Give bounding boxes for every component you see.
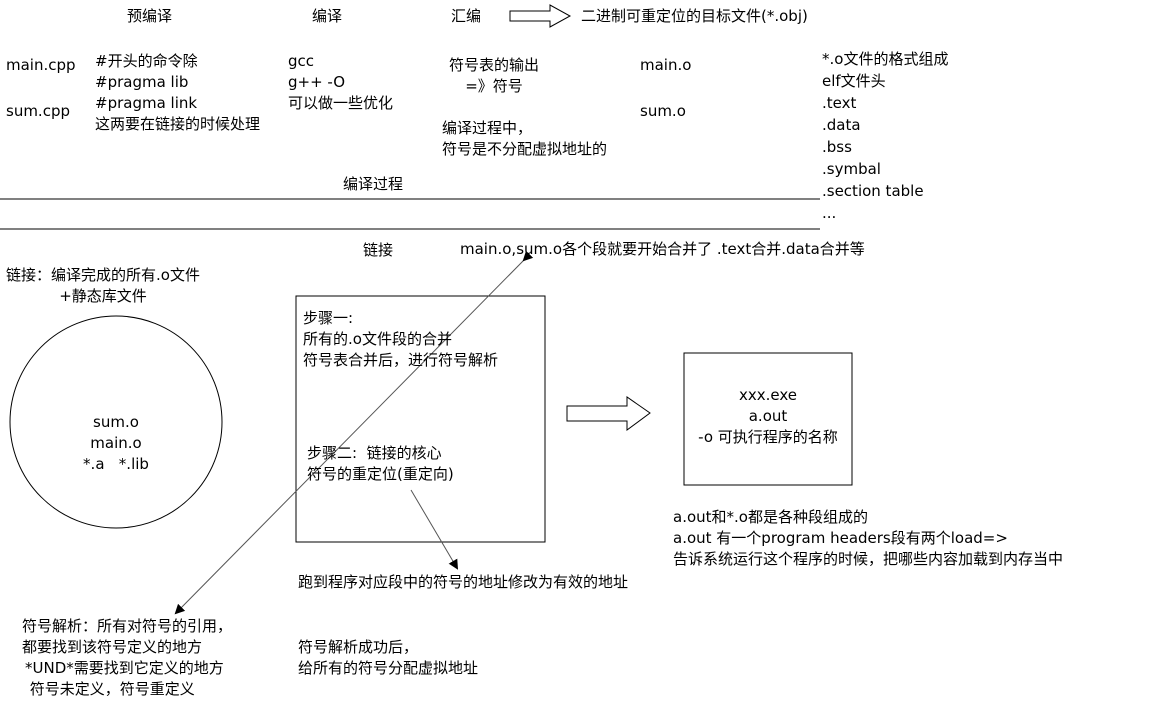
step1-line: 所有的.o文件段的合并 (303, 330, 452, 348)
symbol-resolution-line: *UND*需要找到它定义的地方 (25, 659, 224, 677)
exe-line: a.out (748, 407, 788, 425)
link-inputs-circle-text: sum.o main.o *.a *.lib (56, 412, 176, 475)
elf-format-item: elf文件头 (822, 72, 886, 90)
assemble-note: 符号是不分配虚拟地址的 (442, 140, 608, 158)
after-resolution-line: 给所有的符号分配虚拟地址 (298, 659, 479, 677)
object-file-main: main.o (640, 56, 692, 74)
link-step1: 步骤一: 所有的.o文件段的合并 符号表合并后，进行符号解析 (303, 308, 498, 371)
step1-line: 符号表合并后，进行符号解析 (303, 351, 499, 369)
exe-line: xxx.exe (738, 386, 797, 404)
symbol-resolution-line: 符号未定义，符号重定义 (25, 680, 195, 698)
symbol-resolution-line: 符号解析：所有对符号的引用， (22, 617, 233, 635)
elf-format-item: .data (822, 116, 861, 134)
after-resolution-note: 符号解析成功后， 给所有的符号分配虚拟地址 (298, 637, 478, 679)
aout-notes: a.out和*.o都是各种段组成的 a.out 有一个program heade… (673, 507, 1063, 570)
assemble-note: 编译过程中， (442, 119, 533, 137)
precompile-note: #开头的命令除 (95, 52, 198, 70)
elf-format-item: ... (822, 204, 837, 222)
link-inputs-note: 链接：编译完成的所有.o文件 +静态库文件 (6, 265, 200, 307)
circle-item: main.o (90, 434, 142, 452)
relocation-arrow (410, 489, 459, 570)
stage-assemble-label: 汇编 (451, 7, 482, 25)
executable-box-text: xxx.exe a.out -o 可执行程序的名称 (684, 385, 852, 448)
step2-line: 步骤二: 链接的核心 (307, 444, 442, 462)
elf-format-item: .text (822, 94, 857, 112)
assemble-note: 符号表的输出 (449, 56, 540, 74)
compile-note: g++ -O (288, 73, 346, 91)
relocation-note: 跑到程序对应段中的符号的地址修改为有效的地址 (298, 573, 629, 591)
link-label: 链接 (363, 241, 394, 259)
assemble-output-block-arrow (509, 4, 572, 28)
step2-line: 符号的重定位(重定向) (307, 465, 454, 483)
step1-line: 步骤一: (303, 309, 354, 327)
precompile-note: #pragma link (95, 94, 198, 112)
compile-process-label: 编译过程 (343, 175, 404, 193)
stage-compile-label: 编译 (312, 7, 343, 25)
elf-format-item: .bss (822, 138, 852, 156)
elf-format-list: *.o文件的格式组成 elf文件头 .text .data .bss .symb… (822, 48, 948, 224)
compile-notes: gcc g++ -O 可以做一些优化 (288, 51, 393, 114)
precompile-note: #pragma lib (95, 73, 189, 91)
assemble-note: =》符号 (465, 77, 523, 95)
object-file-description: 二进制可重定位的目标文件(*.obj) (581, 7, 808, 25)
aout-note: 告诉系统运行这个程序的时候，把哪些内容加载到内存当中 (673, 550, 1064, 568)
link-step2: 步骤二: 链接的核心 符号的重定位(重定向) (307, 443, 454, 485)
stage-precompile-label: 预编译 (127, 7, 173, 25)
exe-line: -o 可执行程序的名称 (698, 428, 838, 446)
symbol-resolution-note: 符号解析：所有对符号的引用， 都要找到该符号定义的地方 *UND*需要找到它定义… (22, 616, 232, 700)
aout-note: a.out 有一个program headers段有两个load=> (673, 529, 1008, 547)
elf-format-item: *.o文件的格式组成 (822, 50, 949, 68)
link-input-line: 链接：编译完成的所有.o文件 (6, 266, 200, 284)
symbol-resolution-line: 都要找到该符号定义的地方 (22, 638, 203, 656)
object-file-sum: sum.o (640, 102, 686, 120)
aout-note: a.out和*.o都是各种段组成的 (673, 508, 868, 526)
source-file-main: main.cpp (6, 56, 76, 74)
after-resolution-line: 符号解析成功后， (298, 638, 419, 656)
symbol-resolution-arrow (174, 250, 534, 615)
source-file-sum: sum.cpp (6, 102, 70, 120)
compile-note: 可以做一些优化 (288, 94, 394, 112)
elf-format-item: .symbal (822, 160, 881, 178)
executable-box (683, 352, 853, 486)
virtual-address-note: 编译过程中， 符号是不分配虚拟地址的 (442, 118, 607, 160)
compile-note: gcc (288, 52, 315, 70)
circle-item: sum.o (93, 413, 139, 431)
precompile-notes: #开头的命令除 #pragma lib #pragma link 这两要在链接的… (95, 51, 260, 135)
section-merge-note: main.o,sum.o各个段就要开始合并了 .text合并.data合并等 (460, 240, 865, 258)
elf-format-item: .section table (822, 182, 924, 200)
symbol-output-note: 符号表的输出 =》符号 (449, 55, 539, 97)
circle-item: *.a *.lib (83, 455, 149, 473)
precompile-note: 这两要在链接的时候处理 (95, 115, 261, 133)
link-result-block-arrow (566, 396, 651, 431)
link-input-line: +静态库文件 (59, 287, 147, 305)
